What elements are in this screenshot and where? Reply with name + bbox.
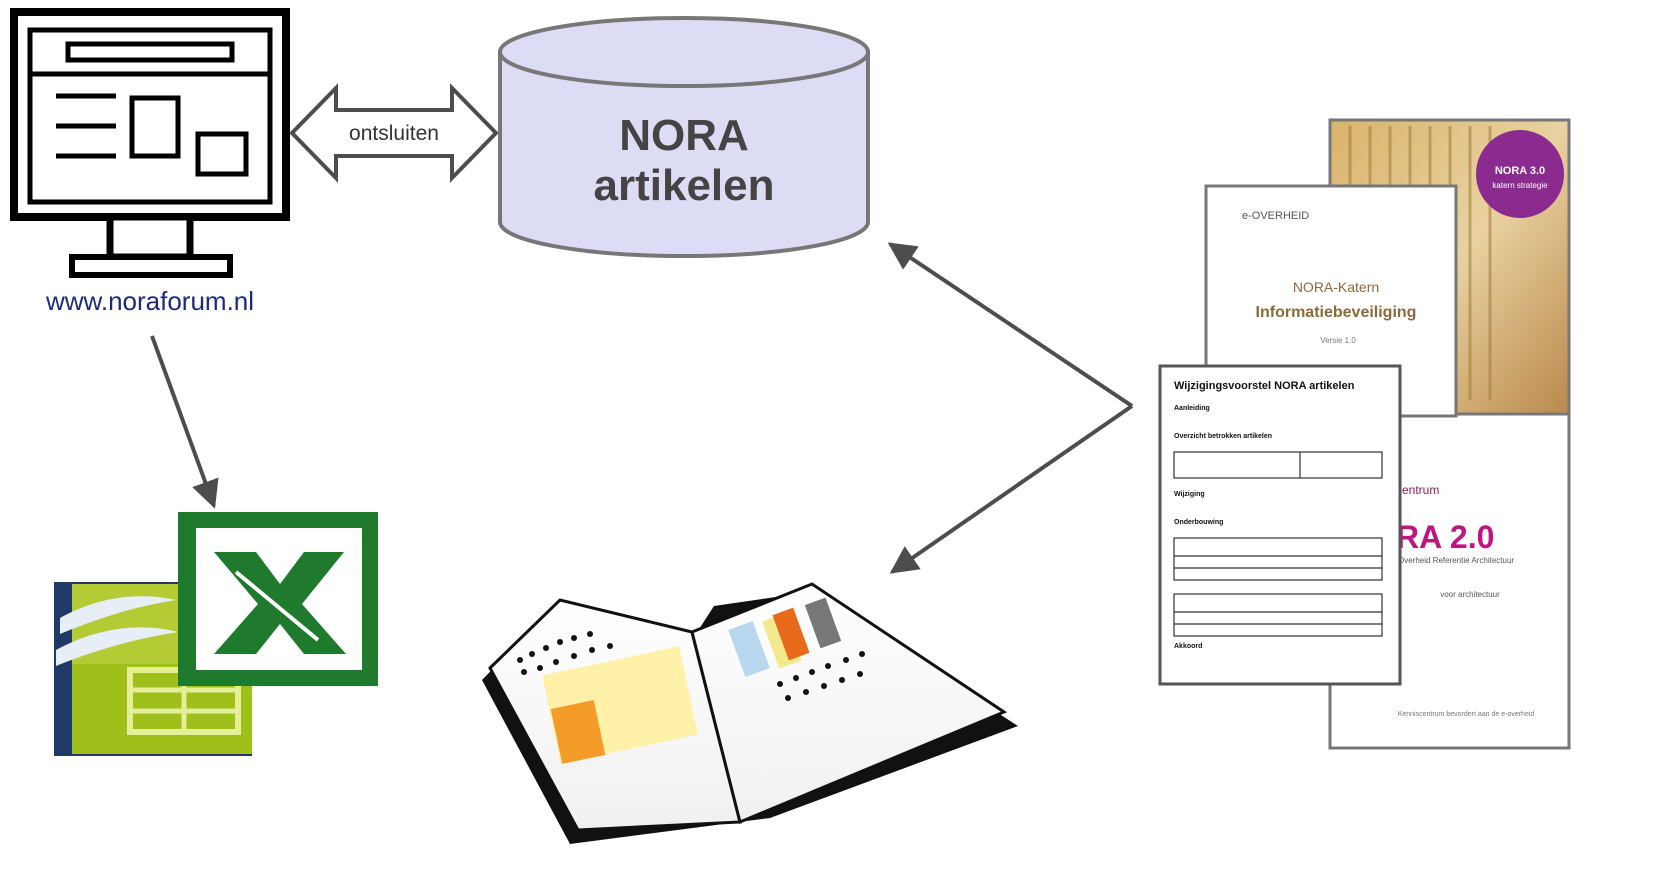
badge-line1: NORA 3.0 xyxy=(1495,165,1545,177)
double-arrow-icon xyxy=(289,83,499,183)
excel-icon xyxy=(178,512,378,686)
infobev-logo: e-OVERHEID xyxy=(1242,210,1309,222)
infobev-version: Versie 1.0 xyxy=(1320,336,1356,345)
database-label-line1: NORA xyxy=(619,111,749,160)
infobev-subtitle: Informatiebeveiliging xyxy=(1256,304,1417,321)
form-section-5: Akkoord xyxy=(1174,643,1202,650)
badge-line2: katern strategie xyxy=(1492,181,1548,190)
nora20-title: RA 2.0 xyxy=(1396,519,1494,555)
arrow-docs-to-book xyxy=(889,404,1134,574)
nora20-centrum: centrum xyxy=(1396,483,1439,497)
nora20-tagline: voor architectuur xyxy=(1440,590,1500,599)
form-section-3: Wijziging xyxy=(1174,491,1205,498)
form-section-2: Overzicht betrokken artikelen xyxy=(1174,433,1272,440)
document-wijzigingsvoorstel xyxy=(1158,364,1402,686)
form-title: Wijzigingsvoorstel NORA artikelen xyxy=(1174,380,1355,392)
website-monitor-icon xyxy=(10,8,290,278)
connector-label: ontsluiten xyxy=(349,122,439,145)
form-section-4: Onderbouwing xyxy=(1174,519,1223,526)
arrow-docs-to-database xyxy=(887,242,1134,408)
nora20-footer: Kenniscentrum bevordert aan de e-overhei… xyxy=(1398,711,1535,718)
nora20-subtitle: Overheid Referentie Architectuur xyxy=(1398,556,1514,565)
arrow-website-to-spreadsheet xyxy=(150,335,219,509)
website-url[interactable]: www.noraforum.nl xyxy=(45,286,254,316)
database-label-line2: artikelen xyxy=(594,161,775,210)
infobev-title: NORA-Katern xyxy=(1293,279,1379,295)
form-section-1: Aanleiding xyxy=(1174,405,1210,412)
database-icon xyxy=(498,16,870,258)
open-book-icon xyxy=(482,582,1018,844)
